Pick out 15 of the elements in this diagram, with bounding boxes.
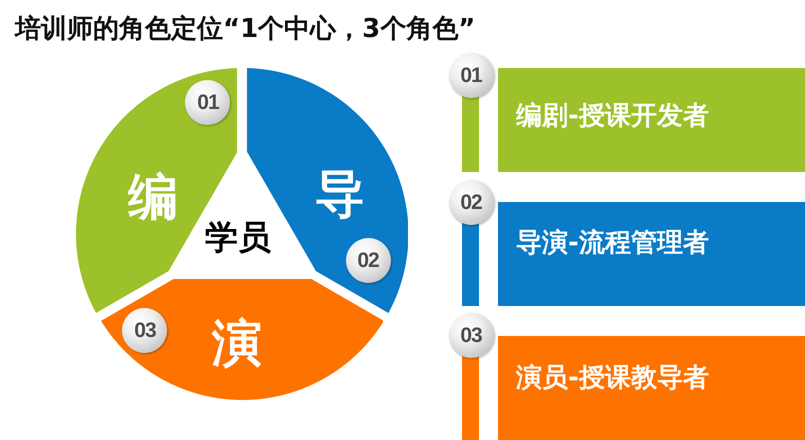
role-bar <box>498 336 805 440</box>
number-badge: 03 <box>448 312 494 358</box>
number-badge: 02 <box>448 180 494 224</box>
center-label: 学员 <box>205 220 271 254</box>
role-title: 编剧-授课开发者 <box>516 103 709 129</box>
number-badge: 01 <box>448 52 494 98</box>
segment-label: 导 <box>315 168 365 219</box>
segment-label: 编 <box>128 172 178 222</box>
role-title: 导演-流程管理者 <box>516 230 709 256</box>
role-title: 演员-授课教导者 <box>516 365 709 391</box>
title: 培训师的角色定位“1个中心，3个角色” <box>15 16 476 42</box>
segment-label: 演 <box>212 318 262 368</box>
pie-segment <box>100 279 384 400</box>
role-bar <box>498 68 805 172</box>
role-bar <box>498 202 805 306</box>
